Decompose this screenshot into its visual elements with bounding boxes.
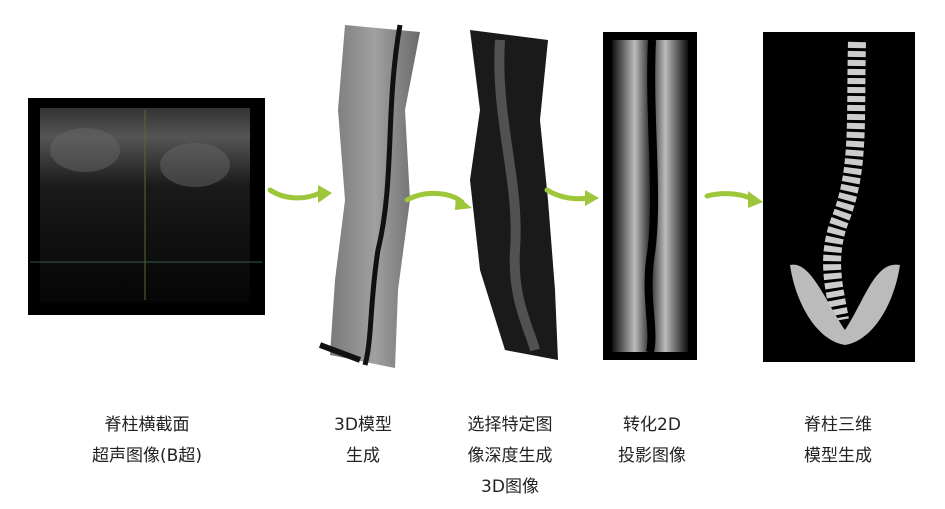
arrow-4-icon xyxy=(704,191,755,202)
step-label-2d-projection: 转化2D 投影图像 xyxy=(577,410,727,472)
step-label-depth-3d: 选择特定图 像深度生成 3D图像 xyxy=(435,410,585,503)
label-line: 选择特定图 xyxy=(467,415,553,435)
label-line: 超声图像(B超) xyxy=(92,446,202,466)
arrow-1-icon xyxy=(267,187,323,201)
step-label-ultrasound: 脊柱横截面 超声图像(B超) xyxy=(72,410,222,472)
label-line: 3D模型 xyxy=(334,415,392,435)
3d-spine-model-image xyxy=(763,32,915,362)
label-line: 像深度生成 xyxy=(467,446,553,466)
arrow-2-icon xyxy=(404,191,465,205)
label-line: 投影图像 xyxy=(618,446,686,466)
depth-3d-image xyxy=(470,30,558,360)
arrow-3-icon xyxy=(544,187,591,202)
label-line: 模型生成 xyxy=(804,446,872,466)
label-line: 脊柱横截面 xyxy=(104,415,190,435)
2d-projection-image xyxy=(603,32,697,360)
label-line: 3D图像 xyxy=(481,477,539,497)
label-line: 脊柱三维 xyxy=(804,415,872,435)
ultrasound-image xyxy=(28,98,265,315)
label-line: 转化2D xyxy=(623,415,681,435)
step-label-3d-spine: 脊柱三维 模型生成 xyxy=(763,410,913,472)
3d-model-image xyxy=(318,24,420,368)
label-line: 生成 xyxy=(346,446,380,466)
step-label-3d-model: 3D模型 生成 xyxy=(288,410,438,472)
